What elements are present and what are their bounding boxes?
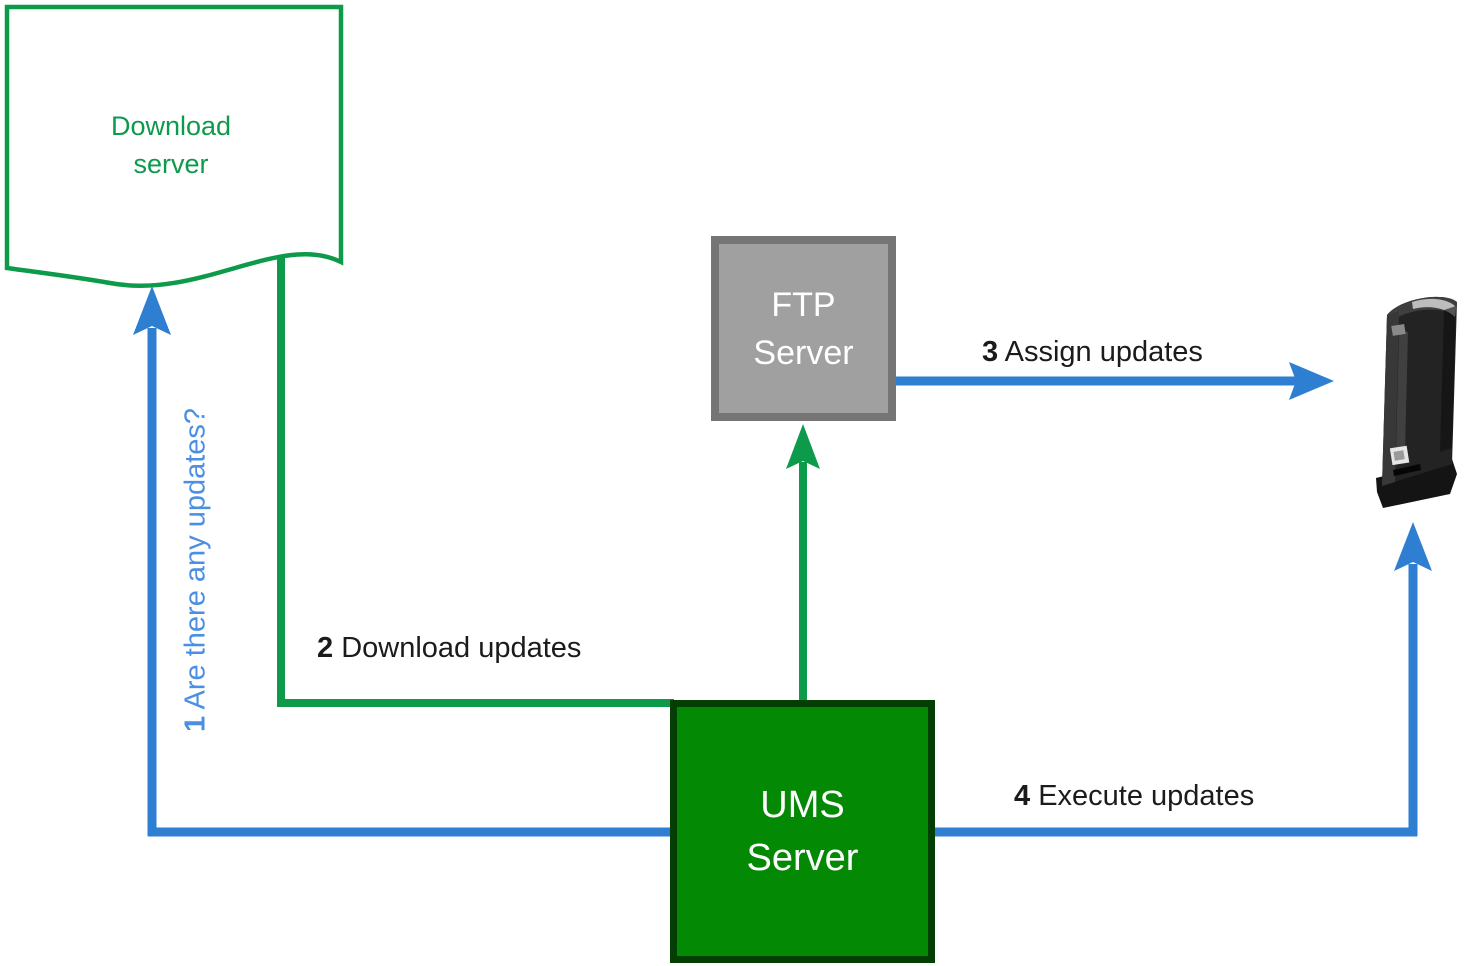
step1-arrow: [133, 286, 171, 836]
edge-label-step1: 1 Are there any updates?: [180, 408, 213, 732]
step-number: 4: [1014, 780, 1031, 812]
ums-to-ftp-arrow: [786, 424, 820, 702]
thin-client-device-image: [1376, 296, 1457, 508]
step3-arrow: [896, 362, 1334, 400]
step-text: Assign updates: [1004, 336, 1203, 368]
edge-label-step2: 2 Download updates: [317, 632, 581, 665]
step-number: 2: [317, 632, 334, 664]
step-number: 1: [179, 715, 212, 733]
step-text: Execute updates: [1038, 780, 1255, 812]
arrowhead-up-icon: [786, 424, 820, 469]
ftp-server-box: FTP Server: [711, 236, 896, 421]
step2-connector: [277, 250, 674, 707]
edge-label-step4: 4 Execute updates: [1014, 780, 1254, 813]
arrowhead-up-icon: [1394, 522, 1432, 571]
step-number: 3: [982, 336, 999, 368]
step-text: Are there any updates?: [179, 407, 212, 710]
download-server-label: Download server: [110, 111, 232, 179]
arrowhead-right-icon: [1289, 362, 1334, 400]
ums-server-box: UMS Server: [670, 700, 935, 963]
step-text: Download updates: [341, 632, 582, 664]
edge-label-step3: 3 Assign updates: [982, 336, 1203, 369]
arrowhead-up-icon: [133, 286, 171, 335]
download-server-shape: [4, 4, 344, 289]
